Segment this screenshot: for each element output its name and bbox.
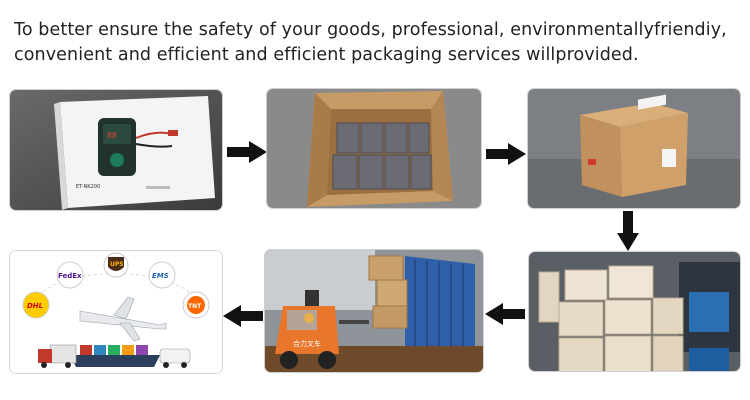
ups-logo-icon: UPS [103,252,129,278]
truck-icon [38,344,77,368]
svg-text:DHL: DHL [27,302,43,310]
svg-text:88: 88 [107,131,117,140]
cargo-ship-icon [70,345,160,367]
step-photo-forklift-loading: 合力叉车 [264,249,484,373]
step-photo-product-box: 88 ET-NK200 [9,89,223,211]
product-box-scene: 88 ET-NK200 [10,90,222,210]
step-photo-logistics-network: FedEx UPS EMS DHL TNT [9,250,223,374]
tnt-logo-icon: TNT [182,291,210,319]
arrow-down-icon [617,209,639,251]
step-photo-open-carton [266,88,482,209]
product-model-label: ET-NK200 [76,184,100,190]
step-photo-sealed-carton [527,88,741,209]
svg-text:EMS: EMS [152,272,169,280]
warehouse-stack-scene [529,252,740,371]
svg-text:FedEx: FedEx [58,272,82,280]
dhl-logo-icon: DHL [22,291,50,319]
headline-line-2: convenient and efficient and efficient p… [14,45,639,65]
arrow-left-icon [223,305,265,327]
forklift-scene: 合力叉车 [265,250,483,372]
fedex-logo-icon: FedEx [56,261,84,289]
forklift-brand-label: 合力叉车 [293,339,321,348]
airplane-icon [79,296,167,342]
svg-text:TNT: TNT [188,303,202,310]
sealed-carton-scene [528,89,740,208]
arrow-left-icon [485,303,527,325]
headline: To better ensure the safety of your good… [14,18,739,68]
headline-line-1: To better ensure the safety of your good… [14,20,727,40]
van-icon [159,348,191,368]
arrow-right-icon [484,143,526,165]
ems-logo-icon: EMS [148,261,176,289]
step-photo-warehouse-stack [528,251,741,372]
open-carton-scene [267,89,481,208]
svg-text:UPS: UPS [110,261,124,268]
logistics-network-scene: FedEx UPS EMS DHL TNT [10,251,222,373]
arrow-right-icon [225,141,267,163]
